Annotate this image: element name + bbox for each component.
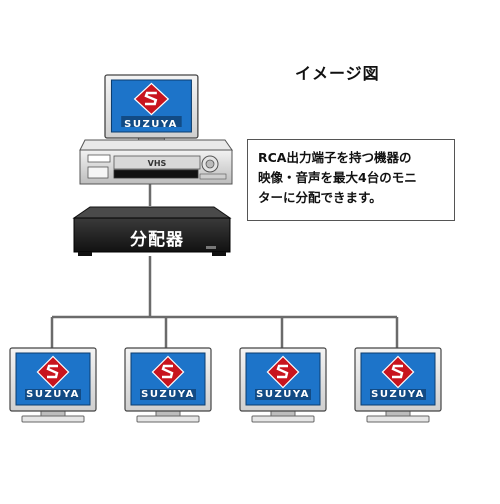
splitter-label: 分配器 [130,230,184,250]
output-monitor-2-brand: SUZUYA [141,389,195,400]
output-monitor-3-brand: SUZUYA [256,389,310,400]
output-monitor-4 [353,346,443,424]
description-callout: RCA出力端子を持つ機器の 映像・音声を最大4台のモニ ターに分配できます。 [247,139,455,221]
vcr-deck [79,139,233,185]
source-monitor [103,73,200,151]
callout-line-2: 映像・音声を最大4台のモニ [258,170,417,185]
connection-lines [50,180,399,348]
output-monitor-2 [123,346,213,424]
source-monitor-brand: SUZUYA [124,119,178,130]
splitter-box [72,206,232,256]
output-monitor-1-brand: SUZUYA [26,389,80,400]
callout-line-3: ターに分配できます。 [258,190,382,205]
callout-line-1: RCA出力端子を持つ機器の [258,150,412,165]
vcr-label: VHS [148,159,167,168]
output-monitor-3 [238,346,328,424]
diagram-title: イメージ図 [295,64,380,83]
output-monitor-4-brand: SUZUYA [371,389,425,400]
output-monitor-1 [8,346,98,424]
